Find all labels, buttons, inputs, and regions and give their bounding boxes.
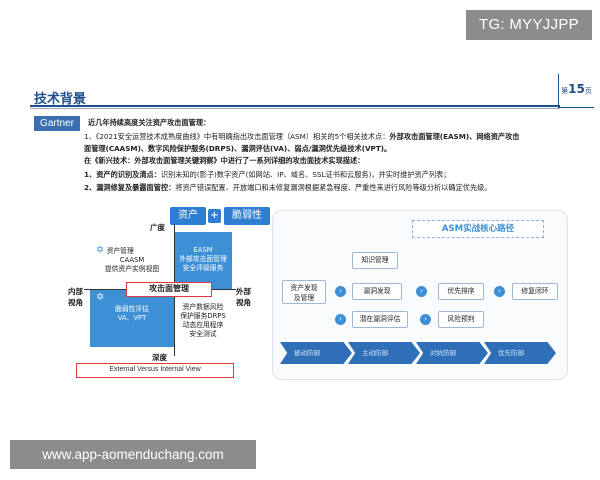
external-label-1: 外部 <box>236 287 251 296</box>
node-risk-forecast: 风险预判 <box>438 311 484 328</box>
stage-adversarial: 对抗防御 <box>416 342 488 364</box>
page-number: 第15页 <box>558 74 594 108</box>
stage-priority: 优先防御 <box>484 342 556 364</box>
intro-line-1: 1、《2021安全运营技术成熟度曲线》中有明确指出攻击面管理（ASM）相关的5个… <box>84 132 520 141</box>
arrow-right-icon: › <box>335 314 346 325</box>
internal-label-1: 内部 <box>68 287 83 296</box>
stage-passive: 被动防御 <box>280 342 352 364</box>
depth-label: 深度 <box>152 353 167 362</box>
star-icon: ✡ <box>96 245 105 256</box>
intro-line-4: 1、资产的识别及清点：识别未知的(影子)数字资产(如网站、IP、域名、SSL证书… <box>84 170 451 179</box>
watermark-top: TG: MYYJJPP <box>466 10 592 40</box>
arrow-right-icon: › <box>420 314 431 325</box>
node-vuln-discovery: 漏洞发现 <box>352 283 402 300</box>
stage-active: 主动防御 <box>348 342 420 364</box>
title-underline-thin <box>30 108 560 109</box>
node-asset-discovery: 资产发现 及管理 <box>282 280 326 304</box>
node-latent-vuln: 潜在漏洞评估 <box>352 311 408 328</box>
watermark-bottom: www.app-aomenduchang.com <box>10 440 256 469</box>
title-underline <box>30 105 560 107</box>
intro-line-0: 近几年持续高度关注资产攻击面管理： <box>88 118 211 127</box>
vulnerability-tag: 脆弱性 <box>224 207 270 225</box>
arrow-right-icon: › <box>335 286 346 297</box>
intro-line-3: 在《新兴技术：外部攻击面管理关键洞察》中进行了一系列详细的攻击面技术实现描述： <box>84 156 365 165</box>
asset-tag: 资产 <box>170 207 206 225</box>
external-label-2: 视角 <box>236 298 251 307</box>
intro-line-5: 2、漏洞修复及暴露面管控：将资产错误配置、开放端口和未修复漏洞根据紧急程度、严重… <box>84 183 492 192</box>
node-knowledge: 知识管理 <box>352 252 398 269</box>
external-internal-caption: External Versus Internal View <box>76 363 234 378</box>
intro-line-2: 面管理(CAASM)、数字风险保护服务(DRPS)、漏洞评估(VA)、弱点/漏洞… <box>84 144 392 153</box>
arrow-right-icon: › <box>416 286 427 297</box>
plus-sign: + <box>208 209 221 223</box>
breadth-label: 广度 <box>150 223 165 232</box>
arrow-right-icon: › <box>494 286 505 297</box>
page-title: 技术背景 <box>34 92 87 107</box>
node-prioritize: 优先排序 <box>438 283 484 300</box>
internal-label-2: 视角 <box>68 298 83 307</box>
star-icon: ✡ <box>96 292 105 303</box>
gartner-badge: Gartner <box>34 116 80 131</box>
node-remediation: 修复闭环 <box>512 283 558 300</box>
attack-surface-center: 攻击面管理 <box>126 282 212 297</box>
quadrant-caasm: ✡ 资产管理 CAASM 提供资产实例视图 <box>90 232 174 289</box>
quadrant-drps: 资产数据风险 保护服务DRPS 动态应用程序 安全测试 <box>174 289 232 347</box>
quadrant-va: ✡ 脆弱性评估 VA、VPT <box>90 289 174 347</box>
quadrant-easm: EASM 外部攻击面管理 安全评级服务 <box>174 232 232 289</box>
asm-flow-title: ASM实战核心路径 <box>412 220 544 238</box>
